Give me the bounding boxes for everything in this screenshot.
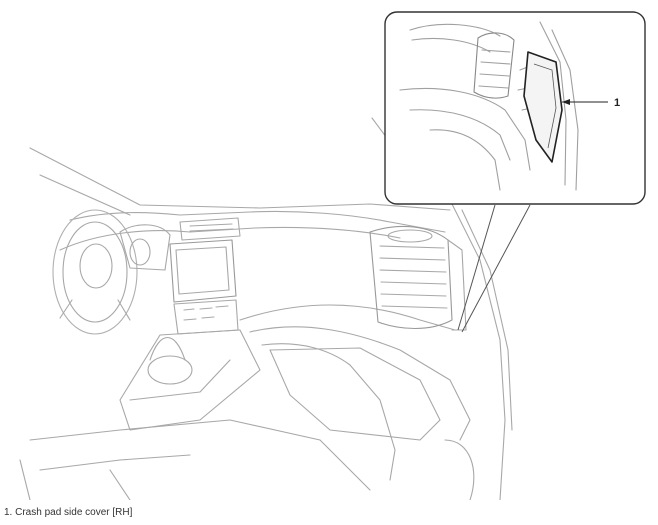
- dashboard-illustration: [19, 117, 513, 500]
- dashboard-diagram: 1: [19, 11, 646, 500]
- detail-inset: 1: [384, 11, 646, 205]
- steering-wheel: [52, 209, 138, 335]
- zoom-connector-lines: [457, 204, 531, 333]
- gear-shifter: [147, 355, 193, 385]
- callout-arrowhead: [562, 99, 570, 105]
- right-air-vent: [369, 225, 453, 329]
- callout-number: 1: [614, 97, 620, 109]
- crash-pad-side-cover: [523, 51, 563, 163]
- legend-caption: 1. Crash pad side cover [RH]: [4, 507, 133, 518]
- center-screen: [169, 239, 237, 303]
- center-top-vent: [179, 217, 241, 241]
